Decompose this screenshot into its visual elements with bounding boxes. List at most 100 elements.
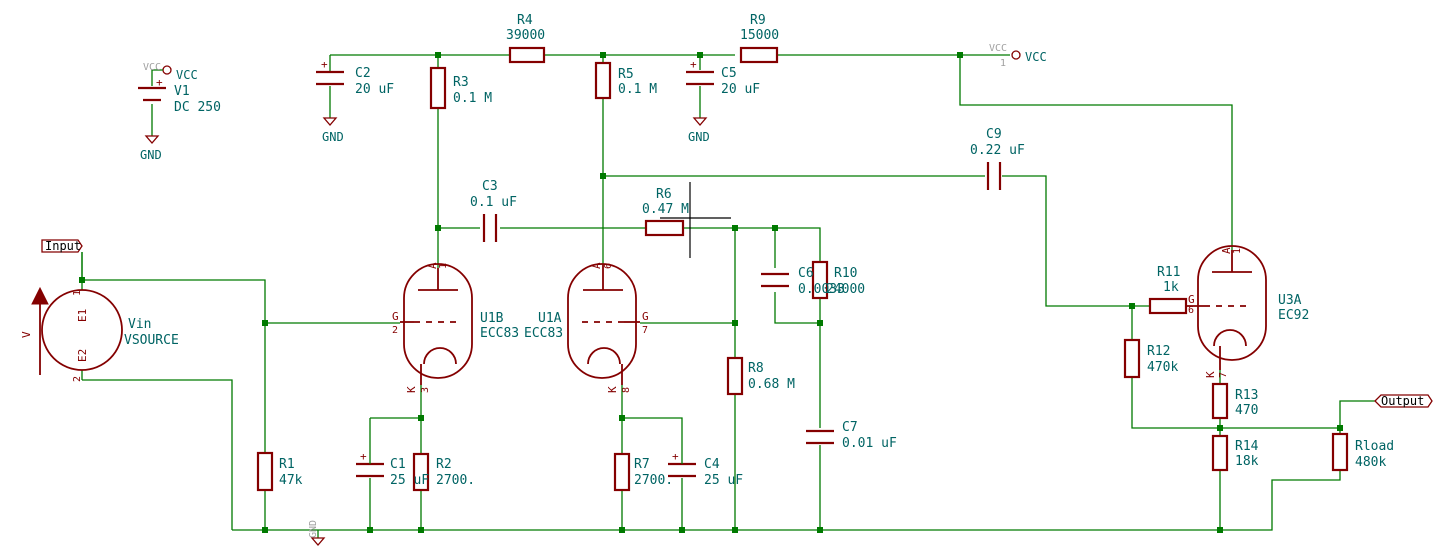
capacitor-C2[interactable]: + C2 20 uF: [316, 58, 394, 108]
resistor-R11[interactable]: R11 1k: [1148, 265, 1188, 315]
resistor-R4[interactable]: R4 39000: [506, 13, 545, 64]
U1B-pin-K: K: [405, 386, 418, 393]
U1B-pin-G: G: [392, 310, 399, 323]
U1A-pin-G: G: [642, 310, 649, 323]
source-Vin[interactable]: E1 E2 1 2 V Vin VSOURCE: [20, 252, 179, 382]
Vin-ref: Vin: [128, 317, 151, 332]
resistor-R12[interactable]: R12 470k: [1123, 338, 1178, 379]
capacitor-C6[interactable]: C6 0.0033: [761, 266, 845, 297]
junction: [957, 52, 963, 58]
U3A-pin-7: 7: [1218, 372, 1229, 378]
capacitor-C5[interactable]: + C5 20 uF: [686, 58, 760, 108]
C7-ref: C7: [842, 420, 858, 435]
resistor-R3[interactable]: R3 0.1 M: [429, 66, 492, 110]
capacitor-C3[interactable]: C3 0.1 uF: [470, 179, 517, 242]
V1-ref: V1: [174, 84, 190, 99]
resistor-Rload[interactable]: Rload 480k: [1331, 432, 1394, 472]
U1A-pin-7: 7: [642, 325, 648, 336]
R12-value: 470k: [1147, 360, 1178, 375]
R9-ref: R9: [750, 13, 766, 28]
resistor-R8[interactable]: R8 0.68 M: [726, 356, 795, 396]
Vin-pin-E2: E2: [76, 349, 89, 362]
probe-marker: [660, 182, 731, 258]
junction: [679, 527, 685, 533]
C5-ref: C5: [721, 66, 737, 81]
resistor-R1[interactable]: R1 47k: [256, 451, 303, 492]
junction: [1217, 527, 1223, 533]
C6-ref: C6: [798, 266, 814, 281]
capacitor-C7[interactable]: C7 0.01 uF: [806, 420, 897, 451]
resistor-R5[interactable]: R5 0.1 M: [594, 61, 657, 100]
tube-U1A[interactable]: A 6 G 7 K 8 U1A ECC83: [524, 262, 649, 393]
C9-ref: C9: [986, 127, 1002, 142]
junction: [732, 320, 738, 326]
R14-ref: R14: [1235, 439, 1259, 454]
R3-ref: R3: [453, 75, 469, 90]
R2-ref: R2: [436, 457, 452, 472]
junction: [262, 320, 268, 326]
junction: [418, 527, 424, 533]
Vin-pin-E1: E1: [76, 309, 89, 322]
U3A-pin-1: 1: [1232, 248, 1243, 254]
R11-value: 1k: [1163, 280, 1179, 295]
junction: [262, 527, 268, 533]
C6-value: 0.0033: [798, 282, 845, 297]
gnd-symbol-V1: GND: [140, 118, 162, 162]
input-label[interactable]: Input: [41, 239, 83, 253]
U1A-value: ECC83: [524, 326, 563, 341]
V1-plus: +: [156, 76, 163, 89]
R7-value: 2700.: [634, 473, 673, 488]
C3-value: 0.1 uF: [470, 195, 517, 210]
U1A-pin-6: 6: [603, 263, 614, 269]
C3-ref: C3: [482, 179, 498, 194]
vcc-ghost: VCC: [143, 62, 161, 73]
U3A-value: EC92: [1278, 308, 1309, 323]
output-label-text: Output: [1381, 394, 1424, 408]
junction: [697, 52, 703, 58]
R8-value: 0.68 M: [748, 377, 795, 392]
wires: [81, 54, 1375, 531]
U1A-pin-8: 8: [621, 387, 632, 393]
gnd-symbol-bus: GND: [308, 520, 326, 546]
resistor-R7[interactable]: R7 2700.: [613, 452, 673, 492]
vcc-symbol-right: VCC 1 VCC: [989, 43, 1047, 69]
resistor-R6[interactable]: R6 0.47 M: [642, 187, 689, 237]
gnd-label: GND: [140, 148, 162, 162]
R10-ref: R10: [834, 266, 857, 281]
C2-ref: C2: [355, 66, 371, 81]
gnd-ghost: GND: [308, 520, 319, 538]
C1-plus: +: [360, 450, 367, 463]
junction: [619, 415, 625, 421]
vcc-ghost: VCC: [989, 43, 1007, 54]
R13-value: 470: [1235, 403, 1258, 418]
tube-U3A[interactable]: A 1 G 6 K 7 U3A EC92: [1186, 245, 1309, 378]
R14-value: 18k: [1235, 454, 1259, 469]
resistor-R2[interactable]: R2 2700.: [412, 452, 475, 492]
C1-ref: C1: [390, 457, 406, 472]
U3A-ref: U3A: [1278, 293, 1302, 308]
U1B-pin-2: 2: [392, 325, 398, 336]
supply-V1[interactable]: + V1 DC 250: [138, 75, 221, 118]
capacitor-C4[interactable]: + C4 25 uF: [668, 450, 743, 488]
R12-ref: R12: [1147, 344, 1170, 359]
junction: [732, 527, 738, 533]
resistor-R10[interactable]: R10 24000: [811, 260, 865, 300]
output-label[interactable]: Output: [1374, 394, 1433, 408]
R2-value: 2700.: [436, 473, 475, 488]
U3A-pin-6: 6: [1188, 305, 1194, 316]
resistor-R14[interactable]: R14 18k: [1211, 434, 1259, 472]
junction: [435, 52, 441, 58]
Vin-value: VSOURCE: [124, 333, 179, 348]
capacitor-C9[interactable]: C9 0.22 uF: [970, 127, 1025, 190]
U1A-pin-K: K: [606, 386, 619, 393]
junction: [817, 527, 823, 533]
U3A-pin-G: G: [1188, 293, 1195, 306]
junction: [1217, 425, 1223, 431]
junction: [600, 173, 606, 179]
junction: [367, 527, 373, 533]
resistor-R9[interactable]: R9 15000: [739, 13, 779, 64]
Rload-ref: Rload: [1355, 439, 1394, 454]
tube-U1B[interactable]: A 1 G 2 K 3 U1B ECC83: [392, 262, 519, 393]
resistor-R13[interactable]: R13 470: [1211, 382, 1258, 420]
capacitor-C1[interactable]: + C1 25 uF: [356, 450, 429, 488]
